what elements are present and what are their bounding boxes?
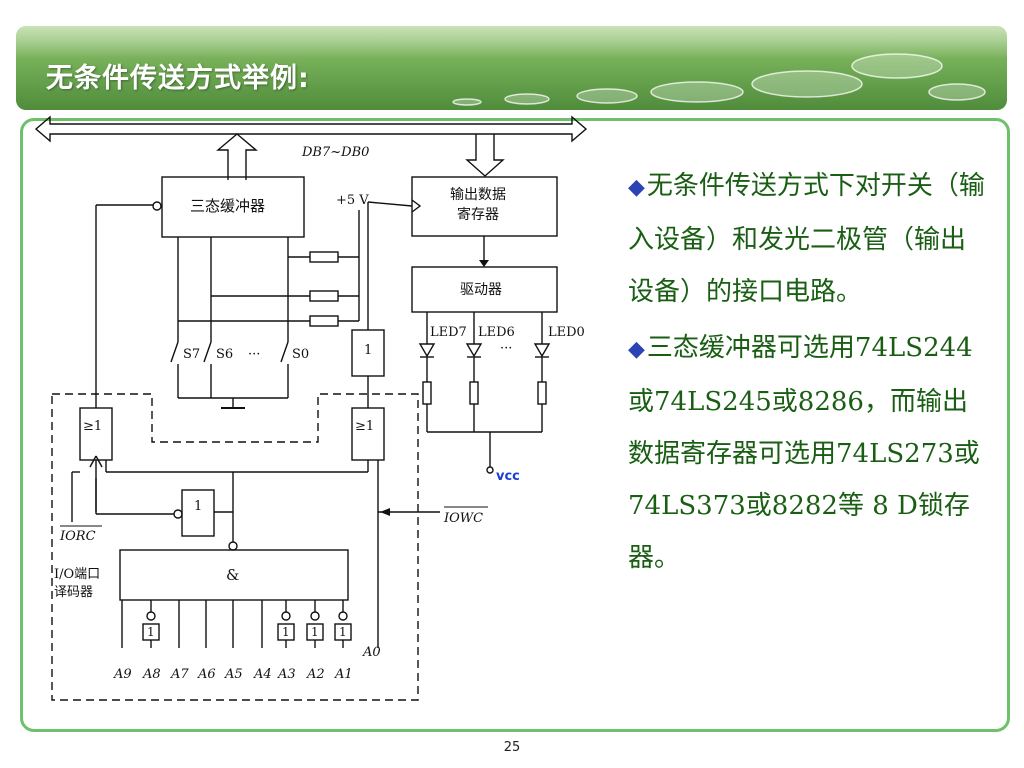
switch-label-6: S6 bbox=[216, 347, 233, 362]
address-label-a0: A0 bbox=[362, 645, 381, 660]
address-inverter-a3-label: 1 bbox=[282, 625, 290, 639]
water-drops-decoration bbox=[452, 53, 986, 106]
driver-label: 驱动器 bbox=[460, 282, 502, 298]
switch-label-dots: ··· bbox=[248, 347, 260, 362]
supply-label: +5 V bbox=[336, 193, 369, 208]
switch-label-7: S7 bbox=[183, 347, 200, 362]
led-driver bbox=[411, 266, 558, 313]
address-label-a9: A9 bbox=[113, 667, 132, 682]
or-gate-write bbox=[351, 407, 385, 461]
address-inverter-a2-label: 1 bbox=[311, 625, 319, 639]
or-gate-read bbox=[79, 407, 113, 461]
register-label-line2: 寄存器 bbox=[457, 206, 499, 223]
address-label-a4: A4 bbox=[253, 667, 272, 682]
decoder-inverter-label: 1 bbox=[194, 499, 202, 514]
address-label-a2: A2 bbox=[306, 667, 325, 682]
interface-circuit-diagram: DB7~DB0 三态缓冲器 +5 V 输出数据 寄存器 驱动器 LED7 LED… bbox=[34, 115, 588, 701]
diamond-bullet-icon: ◆ bbox=[628, 337, 645, 362]
banner-sheen bbox=[16, 26, 1007, 58]
iorc-label: IORC bbox=[59, 529, 96, 544]
bus-label: DB7~DB0 bbox=[301, 145, 369, 160]
bullet-list: ◆无条件传送方式下对开关（输入设备）和发光二极管（输出设备）的接口电路。 ◆三态… bbox=[628, 160, 988, 588]
page-number: 25 bbox=[503, 740, 521, 755]
address-label-a1: A1 bbox=[334, 667, 353, 682]
address-label-a6: A6 bbox=[197, 667, 216, 682]
led-label-0: LED0 bbox=[548, 325, 585, 340]
or-gate-read-label: ≥1 bbox=[83, 419, 102, 434]
vcc-terminal bbox=[486, 466, 494, 474]
address-decoder-and bbox=[119, 549, 349, 601]
register-label-line1: 输出数据 bbox=[450, 187, 506, 203]
decoder-label-line2: 译码器 bbox=[54, 585, 93, 600]
address-label-a3: A3 bbox=[277, 667, 296, 682]
bullet-text: 无条件传送方式下对开关（输入设备）和发光二极管（输出设备）的接口电路。 bbox=[628, 171, 985, 307]
address-label-a5: A5 bbox=[224, 667, 243, 682]
bus-arrow-register bbox=[465, 134, 505, 177]
led-array bbox=[418, 312, 551, 474]
iowc-label: IOWC bbox=[443, 511, 483, 526]
led-label-7: LED7 bbox=[430, 325, 467, 340]
address-label-a7: A7 bbox=[170, 667, 189, 682]
register-inverter-label: 1 bbox=[364, 343, 372, 358]
data-bus bbox=[34, 115, 588, 143]
buffer-label: 三态缓冲器 bbox=[190, 197, 265, 215]
address-label-a8: A8 bbox=[142, 667, 161, 682]
register-clock-mark bbox=[411, 199, 422, 213]
led-label-dots: ··· bbox=[500, 341, 512, 356]
bullet-text: 三态缓冲器可选用74LS244或74LS245或8286，而输出数据寄存器可选用… bbox=[628, 333, 980, 573]
tri-state-buffer bbox=[161, 176, 305, 238]
content-frame bbox=[20, 118, 1010, 732]
switch-label-0: S0 bbox=[292, 347, 309, 362]
slide-title: 无条件传送方式举例: bbox=[46, 63, 310, 94]
led-label-6: LED6 bbox=[478, 325, 515, 340]
bullet-item: ◆三态缓冲器可选用74LS244或74LS245或8286，而输出数据寄存器可选… bbox=[628, 322, 988, 584]
vcc-label: vcc bbox=[496, 469, 520, 484]
and-gate-label: & bbox=[226, 566, 239, 584]
bullet-item: ◆无条件传送方式下对开关（输入设备）和发光二极管（输出设备）的接口电路。 bbox=[628, 160, 988, 318]
title-banner bbox=[16, 26, 1007, 110]
bus-arrow-buffer bbox=[216, 133, 258, 180]
decoder-label-line1: I/O端口 bbox=[54, 567, 100, 582]
or-gate-write-label: ≥1 bbox=[355, 419, 374, 434]
address-inverter-a8-label: 1 bbox=[147, 625, 155, 639]
diamond-bullet-icon: ◆ bbox=[628, 175, 645, 200]
address-inverter-a1-label: 1 bbox=[339, 625, 347, 639]
buffer-enable-bubble bbox=[152, 201, 162, 211]
